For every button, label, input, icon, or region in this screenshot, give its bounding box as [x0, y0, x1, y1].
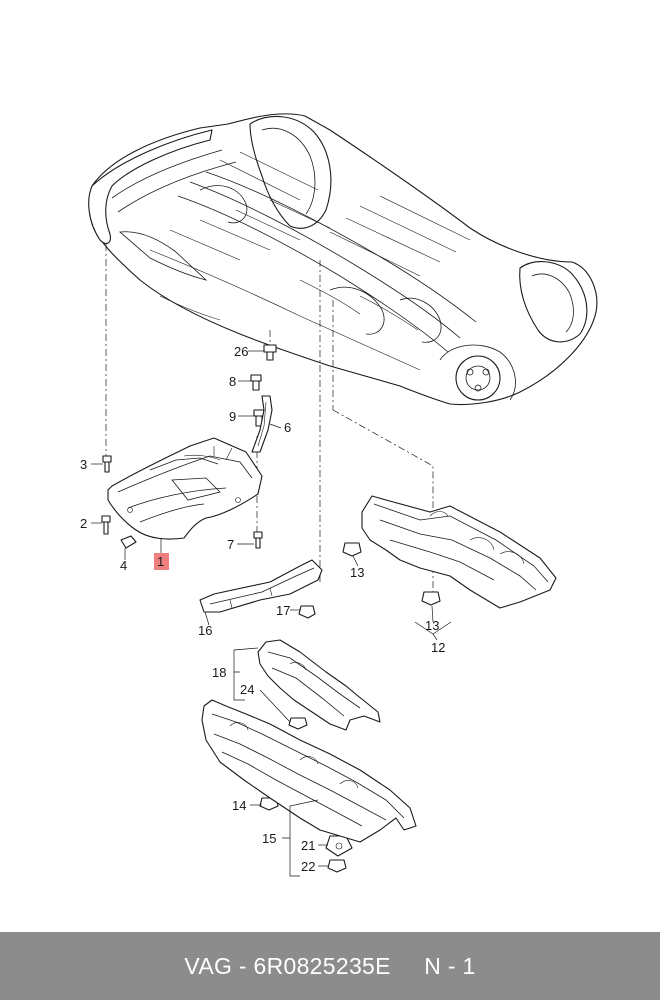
label-16: 16: [198, 623, 212, 638]
label-7: 7: [227, 537, 234, 552]
label-4: 4: [120, 558, 127, 573]
label-13-upper: 13: [350, 565, 364, 580]
heat-shield-part-15: [201, 699, 417, 843]
vehicle-underbody: [88, 113, 598, 405]
label-22: 22: [301, 859, 315, 874]
engine-undertray-part-1: [107, 437, 263, 540]
footer-brand: VAG: [184, 952, 233, 979]
label-6: 6: [284, 420, 291, 435]
label-26: 26: [234, 344, 248, 359]
label-17: 17: [276, 603, 290, 618]
parts-diagram: 26 8 9 6 3 2 7 4 1 13 17 13 16 12 18 24 …: [80, 113, 598, 877]
label-1: 1: [157, 554, 164, 569]
leader-lines: [91, 350, 452, 877]
footer-part-number: 6R0825235E: [253, 952, 391, 979]
label-2: 2: [80, 516, 87, 531]
footer-bar: VAG - 6R0825235E N - 1: [0, 932, 660, 1000]
footer-separator: -: [232, 952, 254, 979]
label-24: 24: [240, 682, 254, 697]
label-15: 15: [262, 831, 276, 846]
label-8: 8: [229, 374, 236, 389]
fasteners: [101, 344, 441, 873]
label-21: 21: [301, 838, 315, 853]
footer-position: N - 1: [424, 952, 476, 979]
heat-shield-part-18: [257, 639, 381, 731]
highlight-box-part-1: [154, 553, 169, 570]
heat-shield-part-12: [361, 495, 557, 609]
label-14: 14: [232, 798, 246, 813]
bracket-part-6: [251, 395, 273, 453]
cross-bar-part-16: [199, 559, 323, 613]
label-13-lower: 13: [425, 618, 439, 633]
label-18: 18: [212, 665, 226, 680]
label-9: 9: [229, 409, 236, 424]
label-3: 3: [80, 457, 87, 472]
callout-labels: 26 8 9 6 3 2 7 4 1 13 17 13 16 12 18 24 …: [80, 344, 445, 874]
footer-gap: [391, 953, 424, 980]
label-12: 12: [431, 640, 445, 655]
